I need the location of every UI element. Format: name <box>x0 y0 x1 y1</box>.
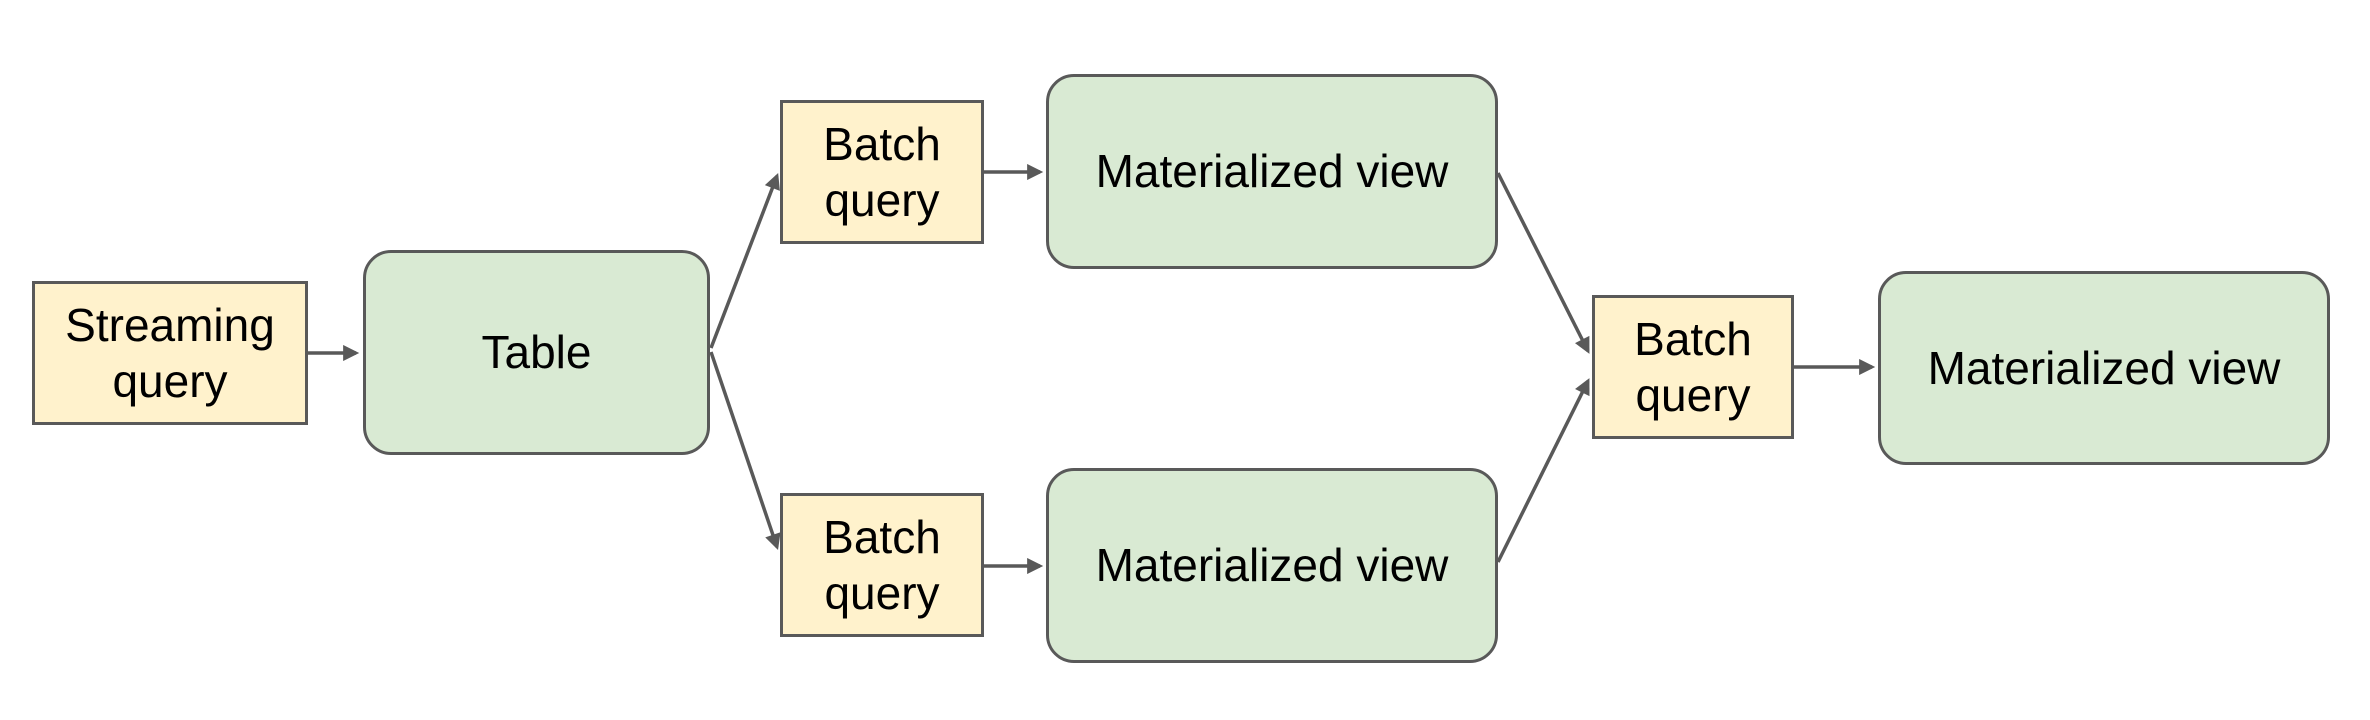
node-batch-query-right-label: Batch query <box>1634 312 1752 421</box>
node-batch-query-right: Batch query <box>1592 295 1794 439</box>
arrow-mv-top-to-batch-right <box>1496 172 1590 354</box>
node-materialized-view-right: Materialized view <box>1878 271 2330 465</box>
node-batch-query-top-label: Batch query <box>823 117 941 226</box>
arrow-table-to-batch-bottom <box>709 351 781 551</box>
node-table-label: Table <box>481 326 592 379</box>
node-materialized-view-bottom: Materialized view <box>1046 468 1498 663</box>
node-materialized-view-top: Materialized view <box>1046 74 1498 269</box>
node-batch-query-bottom-label: Batch query <box>823 510 941 619</box>
node-streaming-query: Streaming query <box>32 281 308 425</box>
node-batch-query-bottom: Batch query <box>780 493 984 637</box>
arrow-table-to-batch-top <box>709 172 780 349</box>
node-streaming-query-label: Streaming query <box>65 298 275 407</box>
node-batch-query-top: Batch query <box>780 100 984 244</box>
node-materialized-view-bottom-label: Materialized view <box>1095 539 1449 592</box>
arrow-mv-bottom-to-batch-right <box>1496 378 1590 563</box>
node-table: Table <box>363 250 710 455</box>
node-materialized-view-right-label: Materialized view <box>1927 341 2281 394</box>
node-materialized-view-top-label: Materialized view <box>1095 145 1449 198</box>
